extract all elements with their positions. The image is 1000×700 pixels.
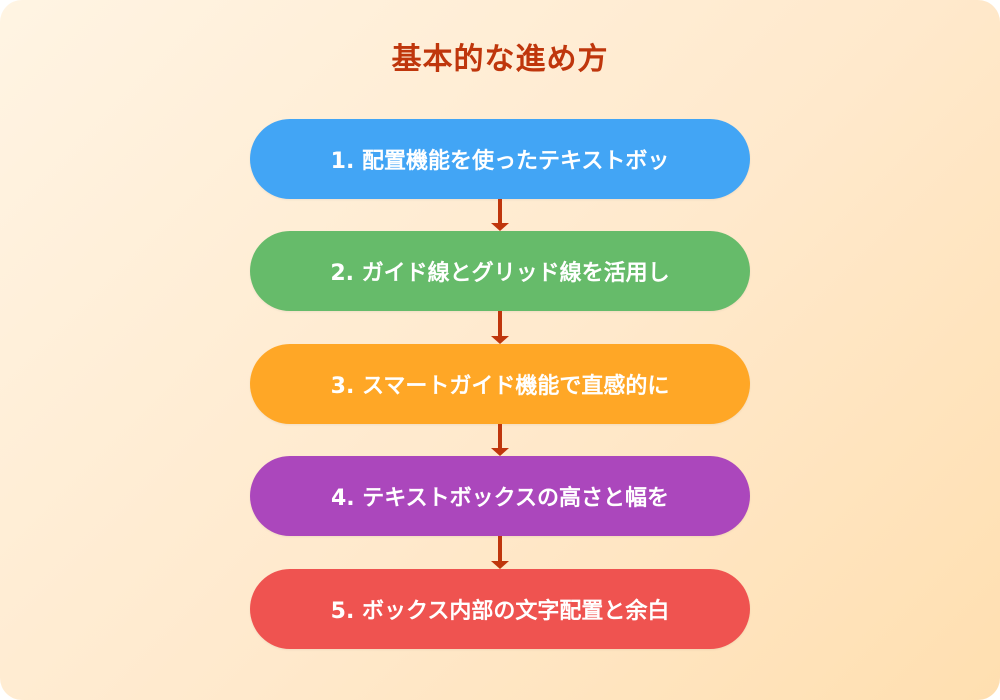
- step-4-box: 4. テキストボックスの高さと幅を: [250, 456, 750, 536]
- step-5-label: 5. ボックス内部の文字配置と余白: [330, 599, 670, 624]
- step-3-label: 3. スマートガイド機能で直感的に: [330, 374, 670, 399]
- arrow-down-icon: [491, 311, 509, 344]
- arrow-down-icon: [491, 536, 509, 569]
- step-5-box: 5. ボックス内部の文字配置と余白: [250, 569, 750, 649]
- step-2-box: 2. ガイド線とグリッド線を活用し: [250, 231, 750, 311]
- step-3-box: 3. スマートガイド機能で直感的に: [250, 344, 750, 424]
- arrow-down-icon: [491, 199, 509, 231]
- diagram-title: 基本的な進め方: [391, 42, 609, 77]
- step-4-label: 4. テキストボックスの高さと幅を: [330, 486, 669, 511]
- step-1-label: 1. 配置機能を使ったテキストボッ: [330, 149, 670, 174]
- arrow-down-icon: [491, 424, 509, 456]
- step-1-box: 1. 配置機能を使ったテキストボッ: [250, 119, 750, 199]
- step-2-label: 2. ガイド線とグリッド線を活用し: [330, 261, 670, 286]
